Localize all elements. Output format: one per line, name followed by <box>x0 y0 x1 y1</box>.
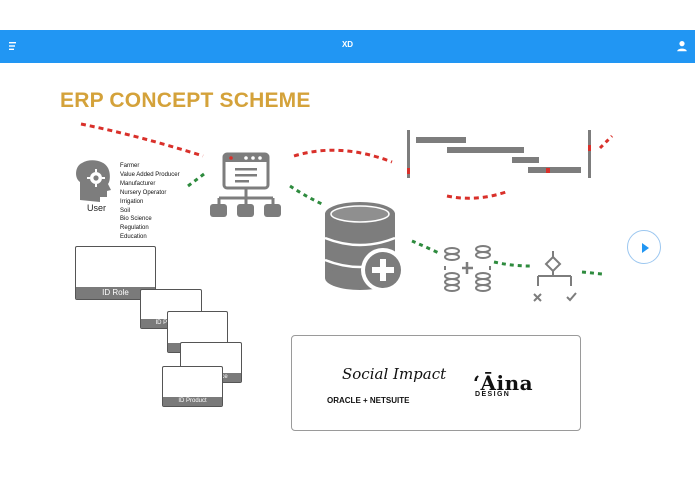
aina-logo: ʻĀina <box>473 371 534 395</box>
role-item: Nursery Operator <box>120 189 167 196</box>
app-title: XD <box>341 40 354 49</box>
red-link-server-gantt <box>293 148 393 164</box>
aina-design-logo: DESIGN <box>475 391 511 398</box>
id-card-label: ID Role <box>76 287 155 299</box>
role-item: Value Added Producer <box>120 171 180 178</box>
green-link-database-coins <box>411 239 442 256</box>
role-list: Farmer Value Added Producer Manufacturer… <box>120 162 180 242</box>
green-link-user-server <box>187 172 205 188</box>
role-item: Bio Science <box>120 216 152 223</box>
red-link-top-left <box>80 122 204 158</box>
role-item: Education <box>120 234 147 241</box>
role-item: Soil <box>120 207 131 214</box>
top-app-bar: XD <box>0 30 695 63</box>
play-icon <box>642 243 649 253</box>
partner-logos-box <box>291 335 581 431</box>
id-card-product: ID Product <box>162 366 223 407</box>
gantt-chart-icon <box>407 130 591 178</box>
social-impact-logo: Social Impact <box>342 365 447 383</box>
red-link-gantt-right <box>598 134 614 150</box>
user-label: User <box>87 203 107 213</box>
role-item: Irrigation <box>120 198 144 205</box>
green-link-server-database <box>289 184 323 206</box>
database-add-icon <box>324 202 405 292</box>
role-item: Regulation <box>120 225 149 232</box>
server-network-icon <box>210 152 281 217</box>
decision-tree-icon <box>533 251 577 302</box>
coin-stacks-icon <box>444 245 491 292</box>
play-button[interactable] <box>627 230 661 264</box>
role-item: Farmer <box>120 163 140 169</box>
green-link-tree-right <box>581 270 603 276</box>
oracle-netsuite-logo: ORACLE + NETSUITE <box>327 396 410 405</box>
account-icon[interactable] <box>675 39 689 53</box>
diagram-title: ERP CONCEPT SCHEME <box>60 89 311 112</box>
green-link-coins-tree <box>493 260 531 268</box>
user-gear-icon <box>76 160 111 202</box>
id-card-label: ID Product <box>163 397 222 406</box>
menu-icon[interactable] <box>8 39 22 53</box>
red-link-gantt-bottom <box>446 190 507 200</box>
role-item: Manufacturer <box>120 180 156 187</box>
